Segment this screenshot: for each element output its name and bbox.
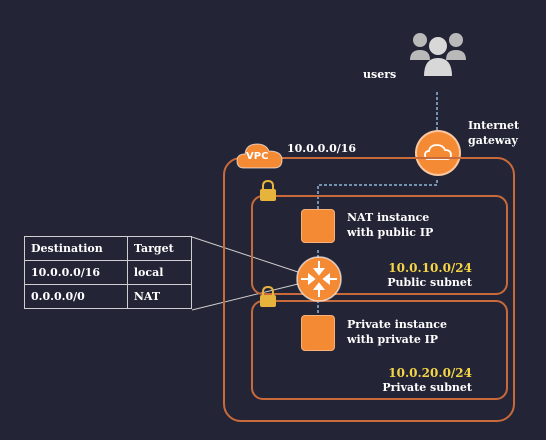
public-subnet-lock-icon (258, 179, 278, 206)
route-table-header-cell: Destination (24, 236, 128, 261)
nat-instance-icon (301, 209, 335, 243)
internet-gateway-icon (415, 130, 461, 176)
route-table: Destination Target 10.0.0.0/16 local 0.0… (24, 236, 193, 309)
route-table-header: Destination Target (24, 236, 193, 261)
private-instance-icon (301, 315, 335, 351)
public-subnet (251, 195, 508, 295)
public-subnet-cidr: 10.0.10.0/24 (388, 261, 472, 275)
internet-gateway-label: Internet gateway (468, 119, 520, 147)
router-icon (295, 255, 343, 303)
vpc-container (223, 157, 515, 422)
private-subnet-name: Private subnet (382, 381, 472, 394)
route-target: local (126, 260, 193, 285)
route-destination: 0.0.0.0/0 (24, 284, 128, 309)
private-instance-label: Private instance with private IP (347, 318, 447, 346)
private-subnet (251, 300, 508, 400)
nat-instance-label: NAT instance with public IP (347, 211, 434, 239)
table-row: 10.0.0.0/16 local (24, 260, 193, 285)
vpc-cidr: 10.0.0.0/16 (287, 142, 357, 155)
table-row: 0.0.0.0/0 NAT (24, 284, 193, 309)
route-table-header-cell: Target (126, 236, 193, 261)
users-label: users (363, 68, 397, 81)
private-subnet-cidr: 10.0.20.0/24 (388, 366, 472, 380)
route-target: NAT (126, 284, 193, 309)
users-icon (408, 28, 468, 80)
route-destination: 10.0.0.0/16 (24, 260, 128, 285)
vpc-badge: VPC (236, 140, 284, 170)
private-subnet-lock-icon (258, 285, 278, 312)
public-subnet-name: Public subnet (387, 276, 472, 289)
